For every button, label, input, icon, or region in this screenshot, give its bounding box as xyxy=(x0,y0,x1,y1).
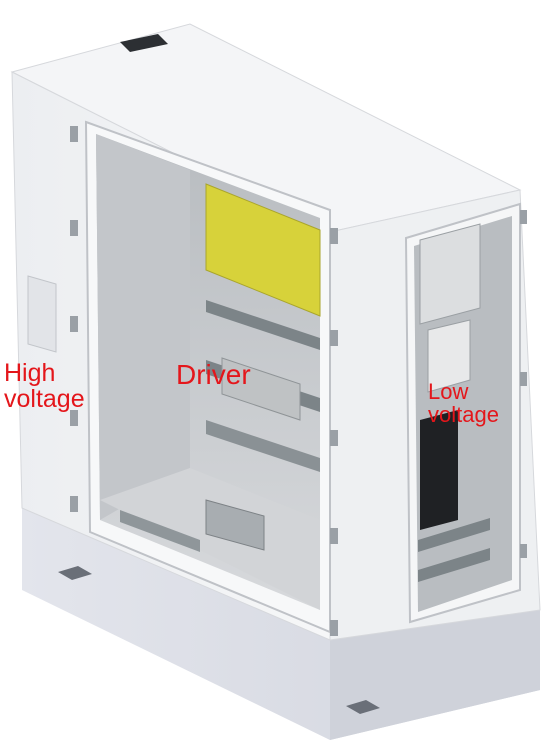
label-low-voltage: Low voltage xyxy=(428,380,499,426)
lv-rail-1 xyxy=(418,518,490,552)
interior-left-wall xyxy=(96,134,190,520)
hinge-icon xyxy=(330,620,338,636)
low-voltage-compartment xyxy=(404,202,521,624)
hinge-icon xyxy=(330,228,338,244)
hinge-icon xyxy=(70,220,78,236)
hinge-icon xyxy=(520,544,527,558)
lv-rail-2 xyxy=(418,548,490,582)
label-driver: Driver xyxy=(176,359,251,390)
floor-bracket xyxy=(120,510,200,552)
transformer xyxy=(205,499,265,551)
door-hinges-right xyxy=(520,210,527,558)
hinge-icon xyxy=(70,410,78,426)
hinge-icon xyxy=(70,126,78,142)
label-high-voltage-line1: High xyxy=(4,359,56,387)
hinge-icon xyxy=(330,528,338,544)
driver-module xyxy=(205,183,321,317)
door-hinges-mid xyxy=(330,228,338,636)
hinge-icon xyxy=(330,430,338,446)
top-vent xyxy=(120,34,168,52)
base-foot-left xyxy=(58,566,92,580)
label-low-voltage-line2: voltage xyxy=(428,402,499,428)
side-vent-grille xyxy=(27,275,57,353)
hinge-icon xyxy=(70,316,78,332)
hinge-icon xyxy=(520,372,527,386)
hinge-icon xyxy=(520,210,527,224)
interior-floor xyxy=(100,468,320,610)
label-low-voltage-line1: Low xyxy=(428,379,469,404)
lv-relay xyxy=(427,319,471,393)
door-hinges-left xyxy=(70,126,78,512)
din-rail-1 xyxy=(206,300,320,350)
label-high-voltage: High voltage xyxy=(4,360,85,413)
main-compartment xyxy=(84,120,331,634)
lv-power-supply xyxy=(420,410,458,530)
base-foot-right xyxy=(346,700,380,714)
lv-breakers xyxy=(419,223,481,325)
din-rail-3 xyxy=(206,420,320,472)
cabinet-base xyxy=(22,508,540,740)
hinge-icon xyxy=(330,330,338,346)
label-high-voltage-line2: voltage xyxy=(4,385,85,414)
hinge-icon xyxy=(70,496,78,512)
terminal-block xyxy=(221,357,301,421)
